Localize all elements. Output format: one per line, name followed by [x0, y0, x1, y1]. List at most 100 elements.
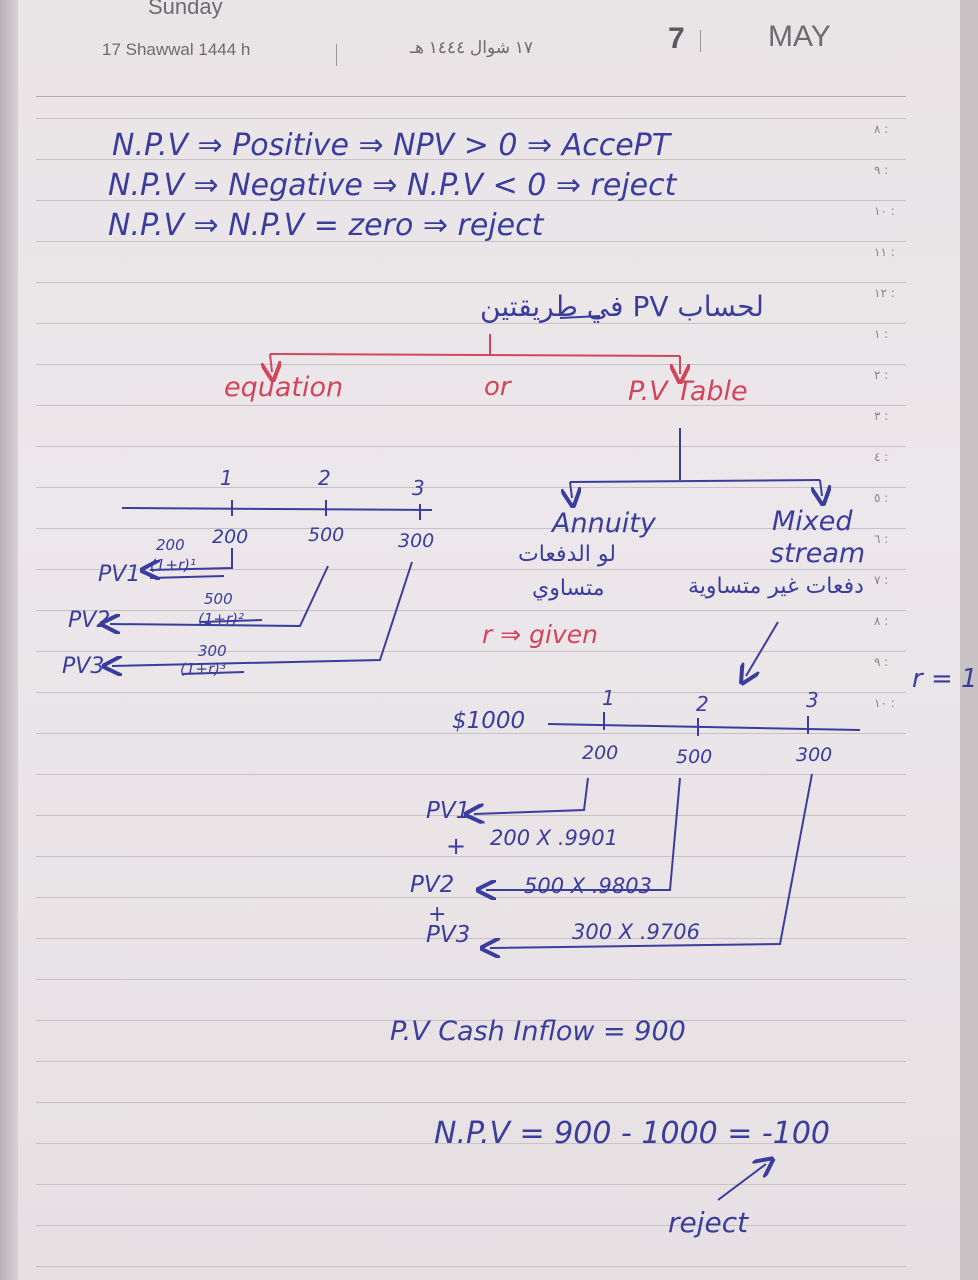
hour-mark: ١٠ :	[874, 204, 895, 218]
mixed-label: Mixed	[772, 506, 853, 537]
fraction-3-num: 300	[198, 642, 227, 660]
ruled-line	[36, 200, 906, 201]
arrow-to-annuity	[570, 481, 572, 498]
product-2: 500 X .9803	[524, 874, 652, 898]
ruled-line	[36, 610, 906, 611]
tl-left-value-2: 500	[308, 524, 345, 546]
ruled-line	[36, 241, 906, 242]
tl-left-value-3: 300	[398, 530, 435, 552]
day-name: Sunday	[148, 0, 223, 19]
ruled-line	[36, 1061, 906, 1062]
tl-left-period-3: 3	[412, 476, 425, 500]
ruled-line	[36, 323, 906, 324]
method-or: or	[484, 372, 511, 402]
ruled-line	[36, 774, 906, 775]
hour-mark: ٨ :	[874, 614, 889, 628]
npv-result: N.P.V = 900 - 1000 = -100	[434, 1116, 831, 1151]
tl-right-pv-1: PV1	[426, 798, 471, 824]
header-line	[36, 96, 906, 97]
ruled-line	[36, 282, 906, 283]
ruled-line	[36, 487, 906, 488]
stream-label: stream	[770, 538, 866, 569]
r-given-note: r ⇒ given	[482, 620, 598, 649]
r-side-note: r = 1	[912, 664, 978, 694]
ruled-line	[36, 118, 906, 119]
product-1: 200 X .9901	[490, 826, 618, 850]
annuity-arabic-2: متساوي	[532, 576, 605, 601]
ruled-line	[36, 446, 906, 447]
tl-left-pv-1: PV1	[98, 562, 141, 587]
notebook-page	[18, 0, 960, 1280]
plus-sign: +	[428, 902, 447, 927]
npv-rule-negative: N.P.V ⇒ Negative ⇒ N.P.V < 0 ⇒ reject	[108, 168, 677, 203]
hour-mark: ٤ :	[874, 450, 889, 464]
header-divider	[700, 30, 701, 52]
tl-left-value-1: 200	[212, 526, 249, 548]
left-timeline-axis	[121, 507, 433, 511]
ruled-line	[36, 1184, 906, 1185]
hijri-date-ar: ١٧ شوال ١٤٤٤ هـ	[410, 38, 534, 57]
ruled-line	[36, 1102, 906, 1103]
arrow-to-mixed	[820, 479, 822, 496]
fraction-2-num: 500	[204, 590, 233, 608]
pv2-right-arrow	[486, 777, 681, 890]
hour-mark: ٣ :	[874, 409, 889, 423]
initial-investment: $1000	[452, 708, 526, 734]
hour-mark: ١ :	[874, 327, 889, 341]
fraction-1-num: 200	[156, 536, 185, 554]
ruled-line	[36, 692, 906, 693]
hour-mark: ٥ :	[874, 491, 889, 505]
hour-mark: ٦ :	[874, 532, 889, 546]
ruled-line	[36, 159, 906, 160]
tl-right-value-2: 500	[676, 746, 713, 768]
ruled-line	[36, 897, 906, 898]
ruled-line	[36, 1020, 906, 1021]
ruled-line	[36, 733, 906, 734]
npv-rule-positive: N.P.V ⇒ Positive ⇒ NPV > 0 ⇒ AccePT	[112, 128, 671, 163]
hour-mark: ٩ :	[874, 655, 889, 669]
tl-right-value-1: 200	[582, 742, 619, 764]
pv2-arrow	[110, 565, 329, 626]
reject-arrow	[717, 1164, 766, 1201]
mixed-arabic: دفعات غير متساوية	[688, 574, 864, 599]
header-divider	[336, 44, 337, 66]
ruled-line	[36, 569, 906, 570]
annuity-arabic-1: لو الدفعات	[518, 542, 616, 567]
ruled-line	[36, 979, 906, 980]
pv3-arrow	[112, 561, 413, 666]
tl-right-period-2: 2	[696, 692, 709, 716]
table-branch-bar	[569, 479, 821, 483]
method-equation: equation	[224, 372, 344, 403]
hour-mark: ١٠ :	[874, 696, 895, 710]
ruled-line	[36, 1225, 906, 1226]
tl-left-pv-3: PV3	[62, 654, 105, 679]
ruled-line	[36, 1143, 906, 1144]
pv1-arrow	[150, 548, 233, 570]
tl-right-pv-3: PV3	[426, 922, 471, 948]
tl-right-value-3: 300	[796, 744, 833, 766]
pv-underline	[559, 315, 601, 319]
plus-sign: +	[446, 832, 467, 860]
pv-cash-inflow: P.V Cash Inflow = 900	[390, 1016, 686, 1047]
tl-right-pv-2: PV2	[410, 872, 455, 898]
tl-left-period-1: 1	[220, 466, 233, 490]
hour-mark: ٨ :	[874, 122, 889, 136]
product-3: 300 X .9706	[572, 920, 700, 944]
tl-right-period-3: 3	[806, 688, 819, 712]
ruled-line	[36, 364, 906, 365]
hour-mark: ٧ :	[874, 573, 889, 587]
ruled-line	[36, 856, 906, 857]
hour-mark: ١٢ :	[874, 286, 895, 300]
ruled-line	[36, 938, 906, 939]
right-timeline-axis	[547, 723, 861, 731]
hijri-date-en: 17 Shawwal 1444 h	[102, 40, 251, 59]
hour-mark: ٩ :	[874, 163, 889, 177]
day-number: 7	[668, 22, 685, 55]
arrow-to-equation	[270, 353, 272, 372]
pv1-right-arrow	[474, 777, 589, 814]
mixed-pointer-arrow	[746, 621, 779, 676]
hour-mark: ١١ :	[874, 245, 895, 259]
tl-left-period-2: 2	[318, 466, 331, 490]
npv-rule-zero: N.P.V ⇒ N.P.V = zero ⇒ reject	[108, 208, 544, 243]
